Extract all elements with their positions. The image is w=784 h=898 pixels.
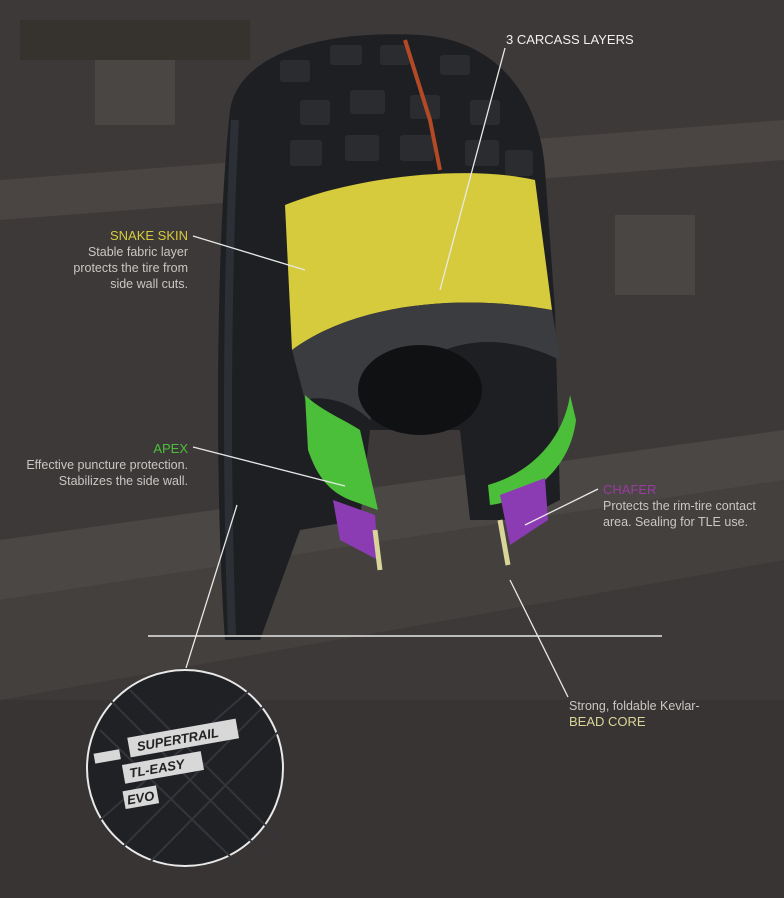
snake-skin-line: Stable fabric layer (87, 245, 188, 259)
chafer-title: CHAFER (603, 482, 657, 497)
snake-skin-line: protects the tire from (73, 261, 188, 275)
chafer-callout: CHAFER Protects the rim-tire contact are… (603, 482, 756, 530)
chafer-line: Protects the rim-tire contact (603, 499, 756, 513)
bead-core-title: BEAD CORE (569, 714, 646, 729)
sidewall-closeup: SUPERTRAIL TL-EASY EVO (86, 669, 284, 867)
bead-core-right (497, 519, 511, 566)
apex-title: APEX (153, 441, 188, 456)
apex-line: Stabilizes the side wall. (58, 474, 188, 488)
snake-skin-title: SNAKE SKIN (109, 228, 188, 243)
snake-skin-layer (285, 173, 552, 350)
carcass-label: 3 CARCASS LAYERS (506, 32, 634, 47)
chafer-left (333, 500, 378, 560)
leader-lines (185, 47, 599, 698)
snake-skin-line: side wall cuts. (110, 277, 188, 291)
apex-line: Effective puncture protection. (26, 458, 188, 472)
apex-layer-left (305, 395, 378, 510)
apex-callout: APEX Effective puncture protection. Stab… (26, 441, 188, 489)
tire (218, 34, 576, 641)
chafer-right (500, 478, 548, 545)
snake-skin-callout: SNAKE SKIN Stable fabric layer protects … (73, 228, 188, 292)
bead-core-callout: Strong, foldable Kevlar- BEAD CORE (569, 698, 700, 730)
chafer-line: area. Sealing for TLE use. (603, 515, 748, 529)
bead-core-left (372, 529, 383, 571)
apex-layer-right (488, 395, 576, 505)
bead-core-line: Strong, foldable Kevlar- (569, 699, 700, 713)
badge-line-3: EVO (126, 788, 156, 808)
